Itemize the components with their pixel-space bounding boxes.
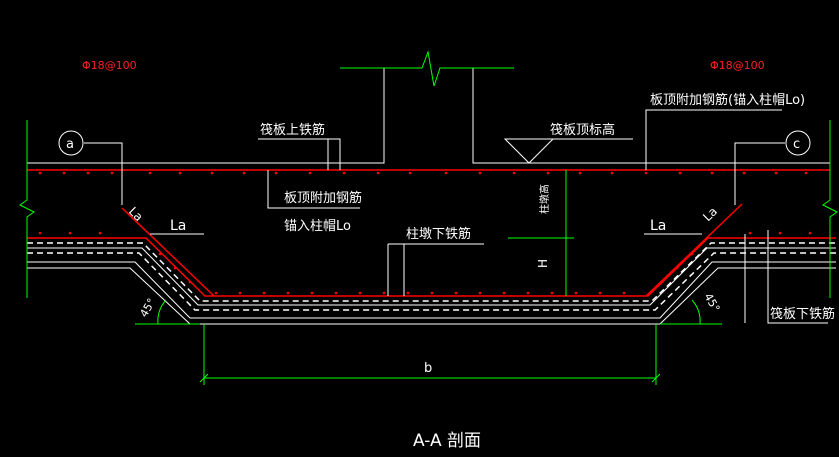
label-la-left-diag: La <box>126 204 146 224</box>
label-b: b <box>424 361 432 376</box>
section-title: A-A 剖面 <box>413 431 481 451</box>
label-angle-right: 45° <box>701 291 722 314</box>
dimension-lines <box>135 170 722 385</box>
top-rebar-dots <box>38 171 808 175</box>
label-top-added-center-1: 板顶附加钢筋 <box>284 190 362 206</box>
annotations: Φ18@100 Φ18@100 板顶附加钢筋(锚入柱帽Lo) 筏板上铁筋 筏板顶… <box>66 59 835 451</box>
rebar-spec-left: Φ18@100 <box>82 59 137 72</box>
label-raft-top-level: 筏板顶标高 <box>550 122 615 138</box>
axis-circle-a <box>58 130 84 156</box>
label-column-cap-bottom-rebar: 柱墩下铁筋 <box>406 226 471 242</box>
concrete-outline <box>27 68 836 325</box>
label-raft-bottom-rebar: 筏板下铁筋 <box>770 306 835 322</box>
rebar-spec-right: Φ18@100 <box>710 59 765 72</box>
label-raft-top-rebar: 筏板上铁筋 <box>260 122 325 138</box>
right-break-symbol <box>822 120 838 298</box>
bottom-rebar-dots <box>38 231 812 295</box>
column-break-symbol <box>340 50 514 87</box>
axis-circle-c <box>785 130 811 156</box>
leader-lines <box>84 109 828 324</box>
label-vertical-note: 柱墩高 <box>538 184 551 214</box>
label-la-right-diag: La <box>700 204 720 224</box>
label-la-left: La <box>170 218 186 234</box>
axis-label-a: a <box>66 137 74 152</box>
left-break-symbol <box>19 120 35 298</box>
label-top-added-center-2: 锚入柱帽Lo <box>284 218 351 234</box>
axis-label-c: c <box>793 137 800 152</box>
axis-markers <box>58 130 811 156</box>
label-h: H <box>536 259 550 268</box>
label-la-right: La <box>650 218 666 234</box>
bottom-rebar <box>27 237 836 311</box>
label-angle-left: 45° <box>137 296 158 319</box>
label-top-added-right: 板顶附加钢筋(锚入柱帽Lo) <box>650 92 805 108</box>
diagonal-added-rebar <box>121 203 743 297</box>
